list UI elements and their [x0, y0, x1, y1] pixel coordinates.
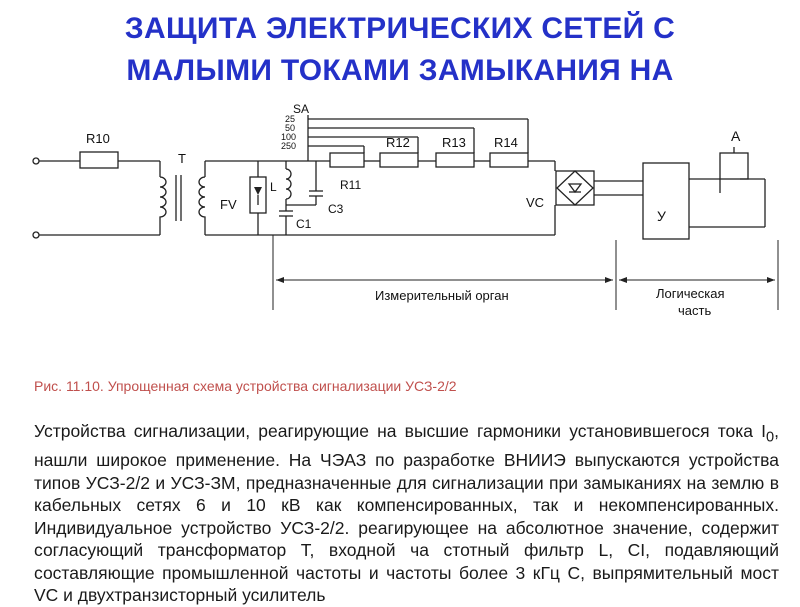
label-u: У [657, 208, 666, 224]
resistor-r10 [79, 151, 119, 169]
label-r14: R14 [494, 135, 518, 150]
title-line-1: ЗАЩИТА ЭЛЕКТРИЧЕСКИХ СЕТЕЙ С [124, 12, 676, 45]
region-logic-label-2: часть [678, 303, 711, 318]
label-t: T [178, 151, 186, 166]
body-text: Устройства сигнализации, реагирующие на … [34, 420, 779, 607]
label-sa-250: 250 [281, 141, 296, 151]
region-measuring-label: Измерительный орган [375, 288, 509, 303]
input-terminal-bottom [32, 231, 40, 239]
label-r11: R11 [340, 178, 361, 192]
label-r13: R13 [442, 135, 466, 150]
label-l: L [270, 180, 277, 194]
resistor-r12 [379, 152, 419, 168]
label-sa: SA [293, 102, 309, 116]
title-line-2: МАЛЫМИ ТОКАМИ ЗАМЫКАНИЯ НА [126, 54, 674, 87]
label-vc: VC [526, 195, 544, 210]
label-sa-25: 25 [285, 114, 295, 124]
resistor-r11 [329, 152, 365, 168]
transformer-primary-coil [159, 176, 167, 219]
transformer-secondary-coil [198, 176, 206, 219]
label-c1: C1 [296, 217, 312, 231]
label-r10: R10 [86, 131, 110, 146]
region-logic-label-1: Логическая [656, 286, 725, 301]
input-terminal-top [32, 157, 40, 165]
label-r12: R12 [386, 135, 410, 150]
resistor-r13 [435, 152, 475, 168]
label-sa-50: 50 [285, 123, 295, 133]
relay-a [719, 152, 749, 180]
slide-title: ЗАЩИТА ЭЛЕКТРИЧЕСКИХ СЕТЕЙ С МАЛЫМИ ТОКА… [0, 8, 800, 92]
inductor-l [285, 168, 292, 200]
label-c3: C3 [328, 202, 344, 216]
label-a: А [731, 128, 741, 144]
rectifier-bridge-vc [556, 170, 594, 206]
figure-caption: Рис. 11.10. Упрощенная схема устройства … [34, 378, 457, 394]
body-paragraph: Устройства сигнализации, реагирующие на … [34, 421, 779, 605]
label-fv: FV [220, 197, 237, 212]
resistor-r14 [489, 152, 529, 168]
label-sa-100: 100 [281, 132, 296, 142]
circuit-schematic: R10 T FV L C1 C3 R11 R12 R13 R14 SA [32, 102, 779, 318]
amplifier-block-u [642, 162, 690, 240]
